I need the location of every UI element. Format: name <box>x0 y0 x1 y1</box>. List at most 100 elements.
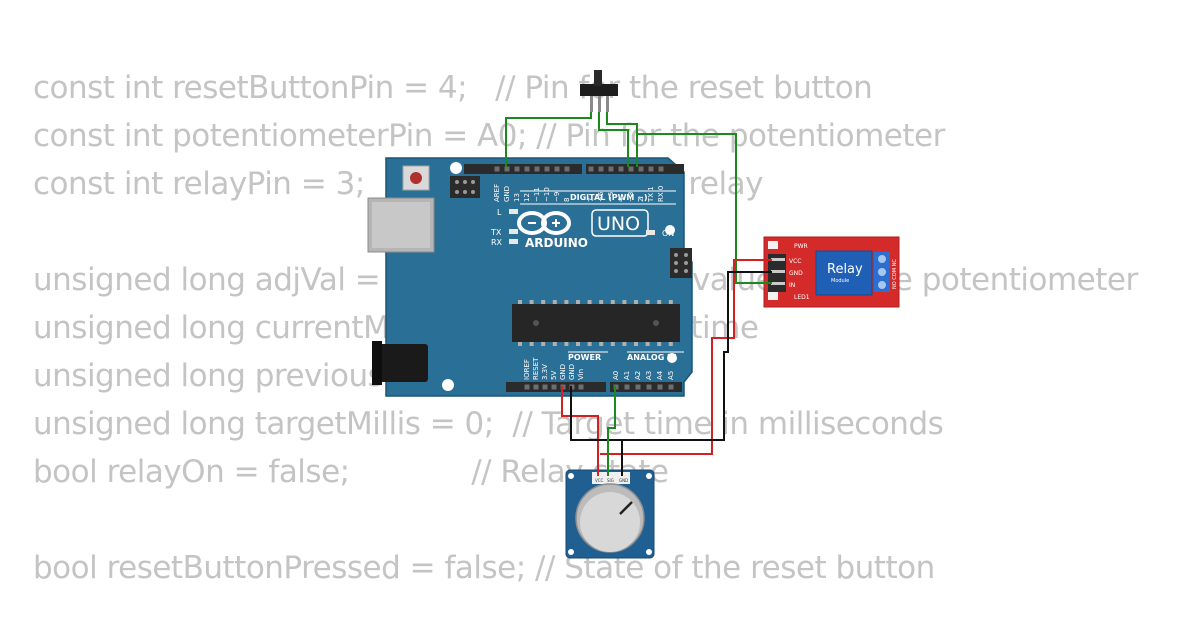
chip-leg <box>552 342 557 346</box>
chip-leg <box>622 300 627 304</box>
mounting-hole <box>665 225 675 235</box>
pin-hole <box>544 166 550 172</box>
power-pin-label: GND <box>559 364 567 380</box>
digital-pin-label: 2 <box>637 198 645 202</box>
led-tx <box>509 229 518 234</box>
chip-leg <box>541 342 546 346</box>
digital-pin-label: RX 0 <box>657 186 665 202</box>
pin-hole <box>524 166 530 172</box>
wire-switch-pin4 <box>598 112 629 167</box>
potentiometer-pin-header <box>592 472 630 484</box>
pin-hole <box>494 166 500 172</box>
power-header-label: POWER <box>568 353 601 362</box>
pin-hole <box>533 384 539 390</box>
pin-hole <box>635 384 641 390</box>
digital-pin-label: 13 <box>513 193 521 202</box>
atmega-chip <box>512 304 680 342</box>
brand-label: ARDUINO <box>525 236 588 250</box>
chip-leg <box>657 342 662 346</box>
analog-pin-label: A2 <box>634 371 642 380</box>
power-pin-label: 3.3V <box>541 364 549 380</box>
relay-led1-label: LED1 <box>794 294 810 301</box>
wire-relay-in <box>636 133 772 284</box>
relay-body <box>815 250 873 296</box>
led-l-label: L <box>497 208 502 217</box>
power-jack <box>372 341 428 385</box>
pin-hole <box>524 384 530 390</box>
slide-switch[interactable] <box>580 70 618 112</box>
pin-hole <box>648 166 654 172</box>
chip-leg <box>645 300 650 304</box>
power-pin-label: IOREF <box>523 359 531 380</box>
code-line: unsigned long targetMillis = 0; // Targe… <box>33 406 944 442</box>
wire-relay-gnd <box>622 271 772 441</box>
usb-connector <box>367 197 435 253</box>
analog-pin-label: A4 <box>656 370 664 380</box>
chip-leg <box>587 300 592 304</box>
chip-leg <box>610 300 615 304</box>
knob-indicator <box>619 501 633 515</box>
pin-hole <box>588 166 594 172</box>
wire-switch-gnd <box>505 112 592 167</box>
led-rx <box>509 239 518 244</box>
digital-pin-label: ~5 <box>607 192 615 202</box>
chip-leg <box>668 300 673 304</box>
led-pwr <box>768 241 778 249</box>
power-pin-label: RESET <box>532 357 540 380</box>
digital-pin-label: ~11 <box>533 187 541 202</box>
relay-led-pwr-label: PWR <box>794 243 808 250</box>
digital-pin-header <box>464 164 684 174</box>
chip-leg <box>529 300 534 304</box>
pin-hole <box>598 166 604 172</box>
power-pin-header <box>506 382 682 392</box>
icsp-header-right <box>670 248 692 278</box>
pin-hole <box>668 384 674 390</box>
wire-relay-vcc <box>600 259 772 455</box>
power-pin-label: 5V <box>550 371 558 380</box>
analog-pin-label: A3 <box>645 371 653 380</box>
led-l <box>509 209 518 214</box>
chip-leg <box>576 300 580 304</box>
chip-leg <box>668 342 673 346</box>
pin-hole <box>564 166 570 172</box>
reset-button[interactable] <box>402 165 430 191</box>
digital-pin-label: ~10 <box>543 187 551 202</box>
chip-leg <box>634 300 638 304</box>
digital-pin-label: GND <box>503 186 511 202</box>
chip-leg <box>529 342 534 346</box>
led-1 <box>768 292 778 300</box>
chip-leg <box>576 342 580 346</box>
pin-hole <box>504 166 510 172</box>
pot-pin-gnd: GND <box>619 478 628 483</box>
wire-pot-vcc <box>561 386 599 476</box>
chip-legs <box>518 300 673 346</box>
digital-pin-label: ~3 <box>627 192 635 202</box>
pot-pin-sig: SIG <box>607 478 614 483</box>
chip-leg <box>564 300 569 304</box>
pin-hole <box>578 384 584 390</box>
chip-leg <box>518 300 522 304</box>
digital-pin-label: ~6 <box>597 191 605 202</box>
chip-leg <box>622 342 627 346</box>
chip-leg <box>564 342 569 346</box>
chip-leg <box>599 300 604 304</box>
mounting-hole <box>667 353 677 363</box>
relay-module[interactable] <box>763 236 900 308</box>
code-line: const int resetButtonPin = 4; // Pin for… <box>33 70 873 106</box>
analog-header-label: ANALOG IN <box>627 353 677 362</box>
led-on <box>646 230 655 235</box>
potentiometer-module[interactable] <box>565 469 655 559</box>
model-badge <box>591 209 649 237</box>
pin-hole <box>554 166 560 172</box>
chip-leg <box>610 342 615 346</box>
pin-hole <box>618 166 624 172</box>
analog-pin-label: A5 <box>667 371 675 380</box>
wire-pot-signal <box>607 386 616 476</box>
chip-leg <box>634 342 638 346</box>
wire-pot-gnd <box>570 386 623 476</box>
chip-leg <box>541 300 546 304</box>
chip-leg <box>657 300 662 304</box>
